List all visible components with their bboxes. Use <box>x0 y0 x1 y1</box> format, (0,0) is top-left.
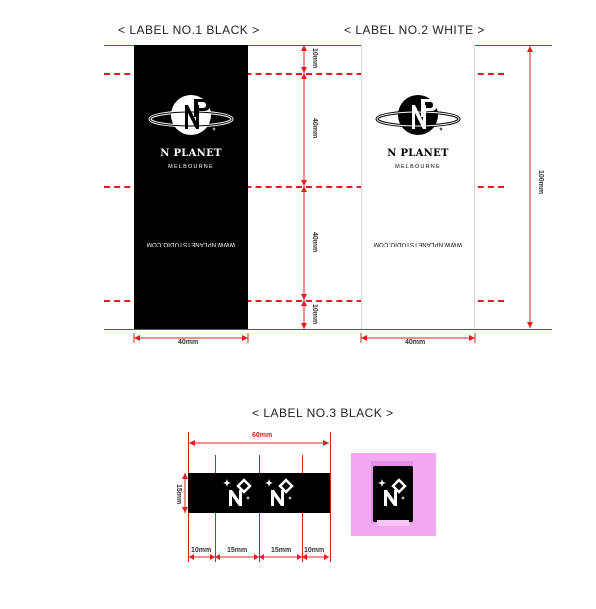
label2-width-dim: 40mm <box>405 339 426 346</box>
label3-segment-arrows <box>189 554 329 560</box>
l3-guide-right <box>330 432 331 562</box>
side-dim-upper: 40mm <box>311 118 318 139</box>
segment-dim-2: 15mm <box>227 547 248 554</box>
side-dim-bottom: 10mm <box>311 304 318 325</box>
label3-width-dim: 60mm <box>252 432 273 439</box>
label2-url: WWW.NPLANETSTUDIO.COM <box>373 241 463 247</box>
segment-dim-3: 15mm <box>271 547 292 554</box>
label1-black: N PLANET MELBOURNE WWW.NPLANETSTUDIO.COM <box>134 45 248 329</box>
label1-title: < LABEL NO.1 BLACK > <box>118 23 260 37</box>
np-logo-icon <box>265 478 294 506</box>
segment-dim-4: 10mm <box>304 547 325 554</box>
mockup-label <box>373 466 413 522</box>
guide-top <box>104 45 552 46</box>
np-logo-icon <box>378 478 407 506</box>
side-dim-top: 10mm <box>311 48 318 69</box>
label3-height-dim: 15mm <box>175 484 182 505</box>
label3-width-arrow <box>189 440 329 446</box>
label3-mockup <box>351 453 436 536</box>
label1-url: WWW.NPLANETSTUDIO.COM <box>146 241 236 247</box>
side-dim-lower: 40mm <box>311 232 318 253</box>
segment-dim-1: 10mm <box>191 547 212 554</box>
planet-logo-icon <box>375 95 461 135</box>
side-dim-arrows <box>301 45 307 329</box>
label2-width-arrow <box>360 333 476 343</box>
planet-logo-icon <box>148 95 234 135</box>
total-height-dim: 100mm <box>537 170 544 195</box>
label1-city: MELBOURNE <box>168 164 214 170</box>
label1-width-arrow <box>133 333 249 343</box>
np-logo-icon <box>223 478 252 506</box>
mockup-fold-tab <box>377 520 409 526</box>
label2-city: MELBOURNE <box>395 164 441 170</box>
label2-white: N PLANET MELBOURNE WWW.NPLANETSTUDIO.COM <box>361 45 475 329</box>
label3-title: < LABEL NO.3 BLACK > <box>252 406 394 420</box>
label3-strip <box>188 473 330 513</box>
label1-width-dim: 40mm <box>178 339 199 346</box>
label2-title: < LABEL NO.2 WHITE > <box>344 23 485 37</box>
total-height-arrow <box>527 46 533 328</box>
guide-bottom <box>104 329 552 330</box>
label3-height-arrow <box>182 473 188 513</box>
label2-brand: N PLANET <box>387 148 449 159</box>
label1-brand: N PLANET <box>160 148 222 159</box>
